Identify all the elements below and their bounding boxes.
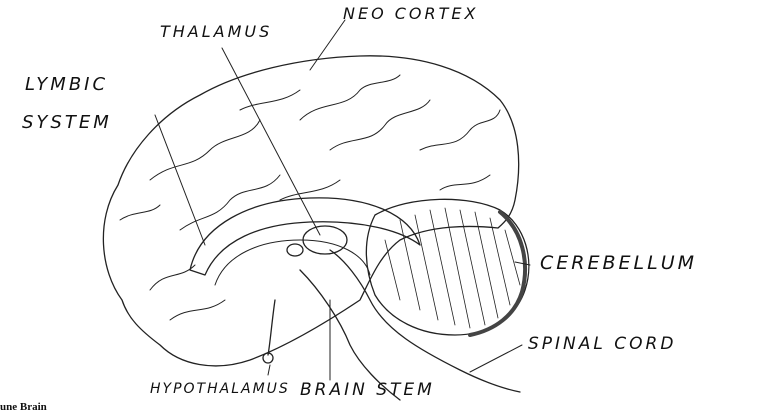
pointer-thalamus (222, 48, 320, 235)
pointer-neo-cortex (310, 20, 345, 70)
pituitary-stalk (268, 300, 275, 355)
label-system: SYSTEM (22, 112, 112, 133)
label-cerebellum: CEREBELLUM (540, 252, 697, 274)
pointer-cerebellum (515, 262, 530, 265)
label-lymbic: LYMBIC (25, 74, 108, 95)
limbic-arc (215, 240, 370, 285)
pointer-hypothalamus (268, 365, 270, 375)
figure-caption: une Brain (0, 401, 47, 413)
cerebrum-outline (103, 56, 518, 366)
inner-oval (287, 244, 303, 256)
pointer-spinal-cord (470, 345, 522, 372)
pointer-lymbic (155, 115, 205, 245)
label-neo-cortex: NEO CORTEX (343, 4, 478, 23)
label-brain-stem: BRAIN STEM (300, 380, 435, 400)
label-thalamus: THALAMUS (160, 22, 272, 41)
label-hypothalamus: HYPOTHALAMUS (150, 381, 290, 397)
label-spinal-cord: SPINAL CORD (528, 334, 676, 354)
